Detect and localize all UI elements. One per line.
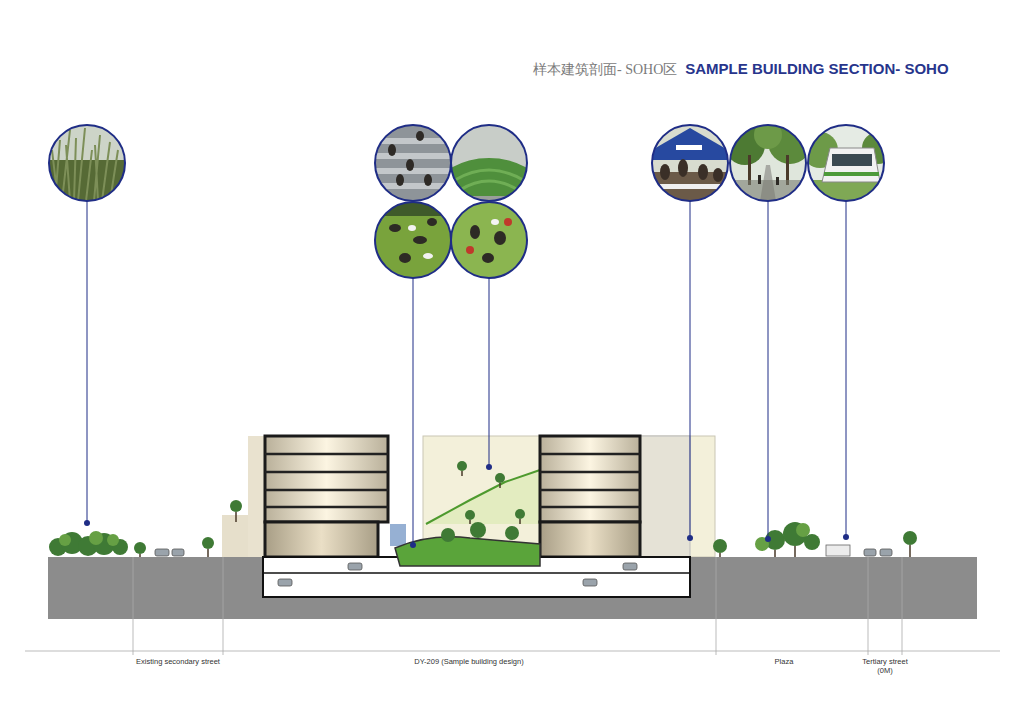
plaza-label: Plaza — [775, 657, 794, 666]
glass-pavilion — [390, 524, 406, 546]
dimension-line — [25, 557, 1000, 655]
sunken-lawn — [395, 537, 540, 566]
tram — [826, 545, 850, 556]
title-chinese: 样本建筑剖面- SOHO区 — [533, 61, 677, 79]
leader-dot — [84, 464, 849, 548]
roof-slope — [426, 470, 540, 524]
roof-slope — [426, 470, 540, 524]
tower — [265, 436, 640, 557]
tram-photo — [802, 125, 894, 201]
street-label: Tertiary street (0M) — [856, 657, 914, 675]
title: SAMPLE BUILDING SECTION- SOHO — [685, 60, 948, 78]
site-label: DY-209 (Sample building design) — [414, 657, 523, 666]
backdrop — [640, 436, 690, 557]
street-label: Existing secondary street — [136, 657, 220, 666]
lawn-people-photo — [451, 202, 527, 278]
car — [155, 549, 892, 586]
steps-photo — [375, 125, 451, 201]
photo-frame — [49, 125, 884, 278]
tree-avenue-photo — [725, 120, 812, 201]
leader-line — [87, 201, 846, 545]
grass-photo — [49, 125, 125, 201]
tree — [49, 461, 917, 557]
market-tent-photo — [652, 125, 728, 202]
lawn-people-photo — [375, 202, 451, 278]
